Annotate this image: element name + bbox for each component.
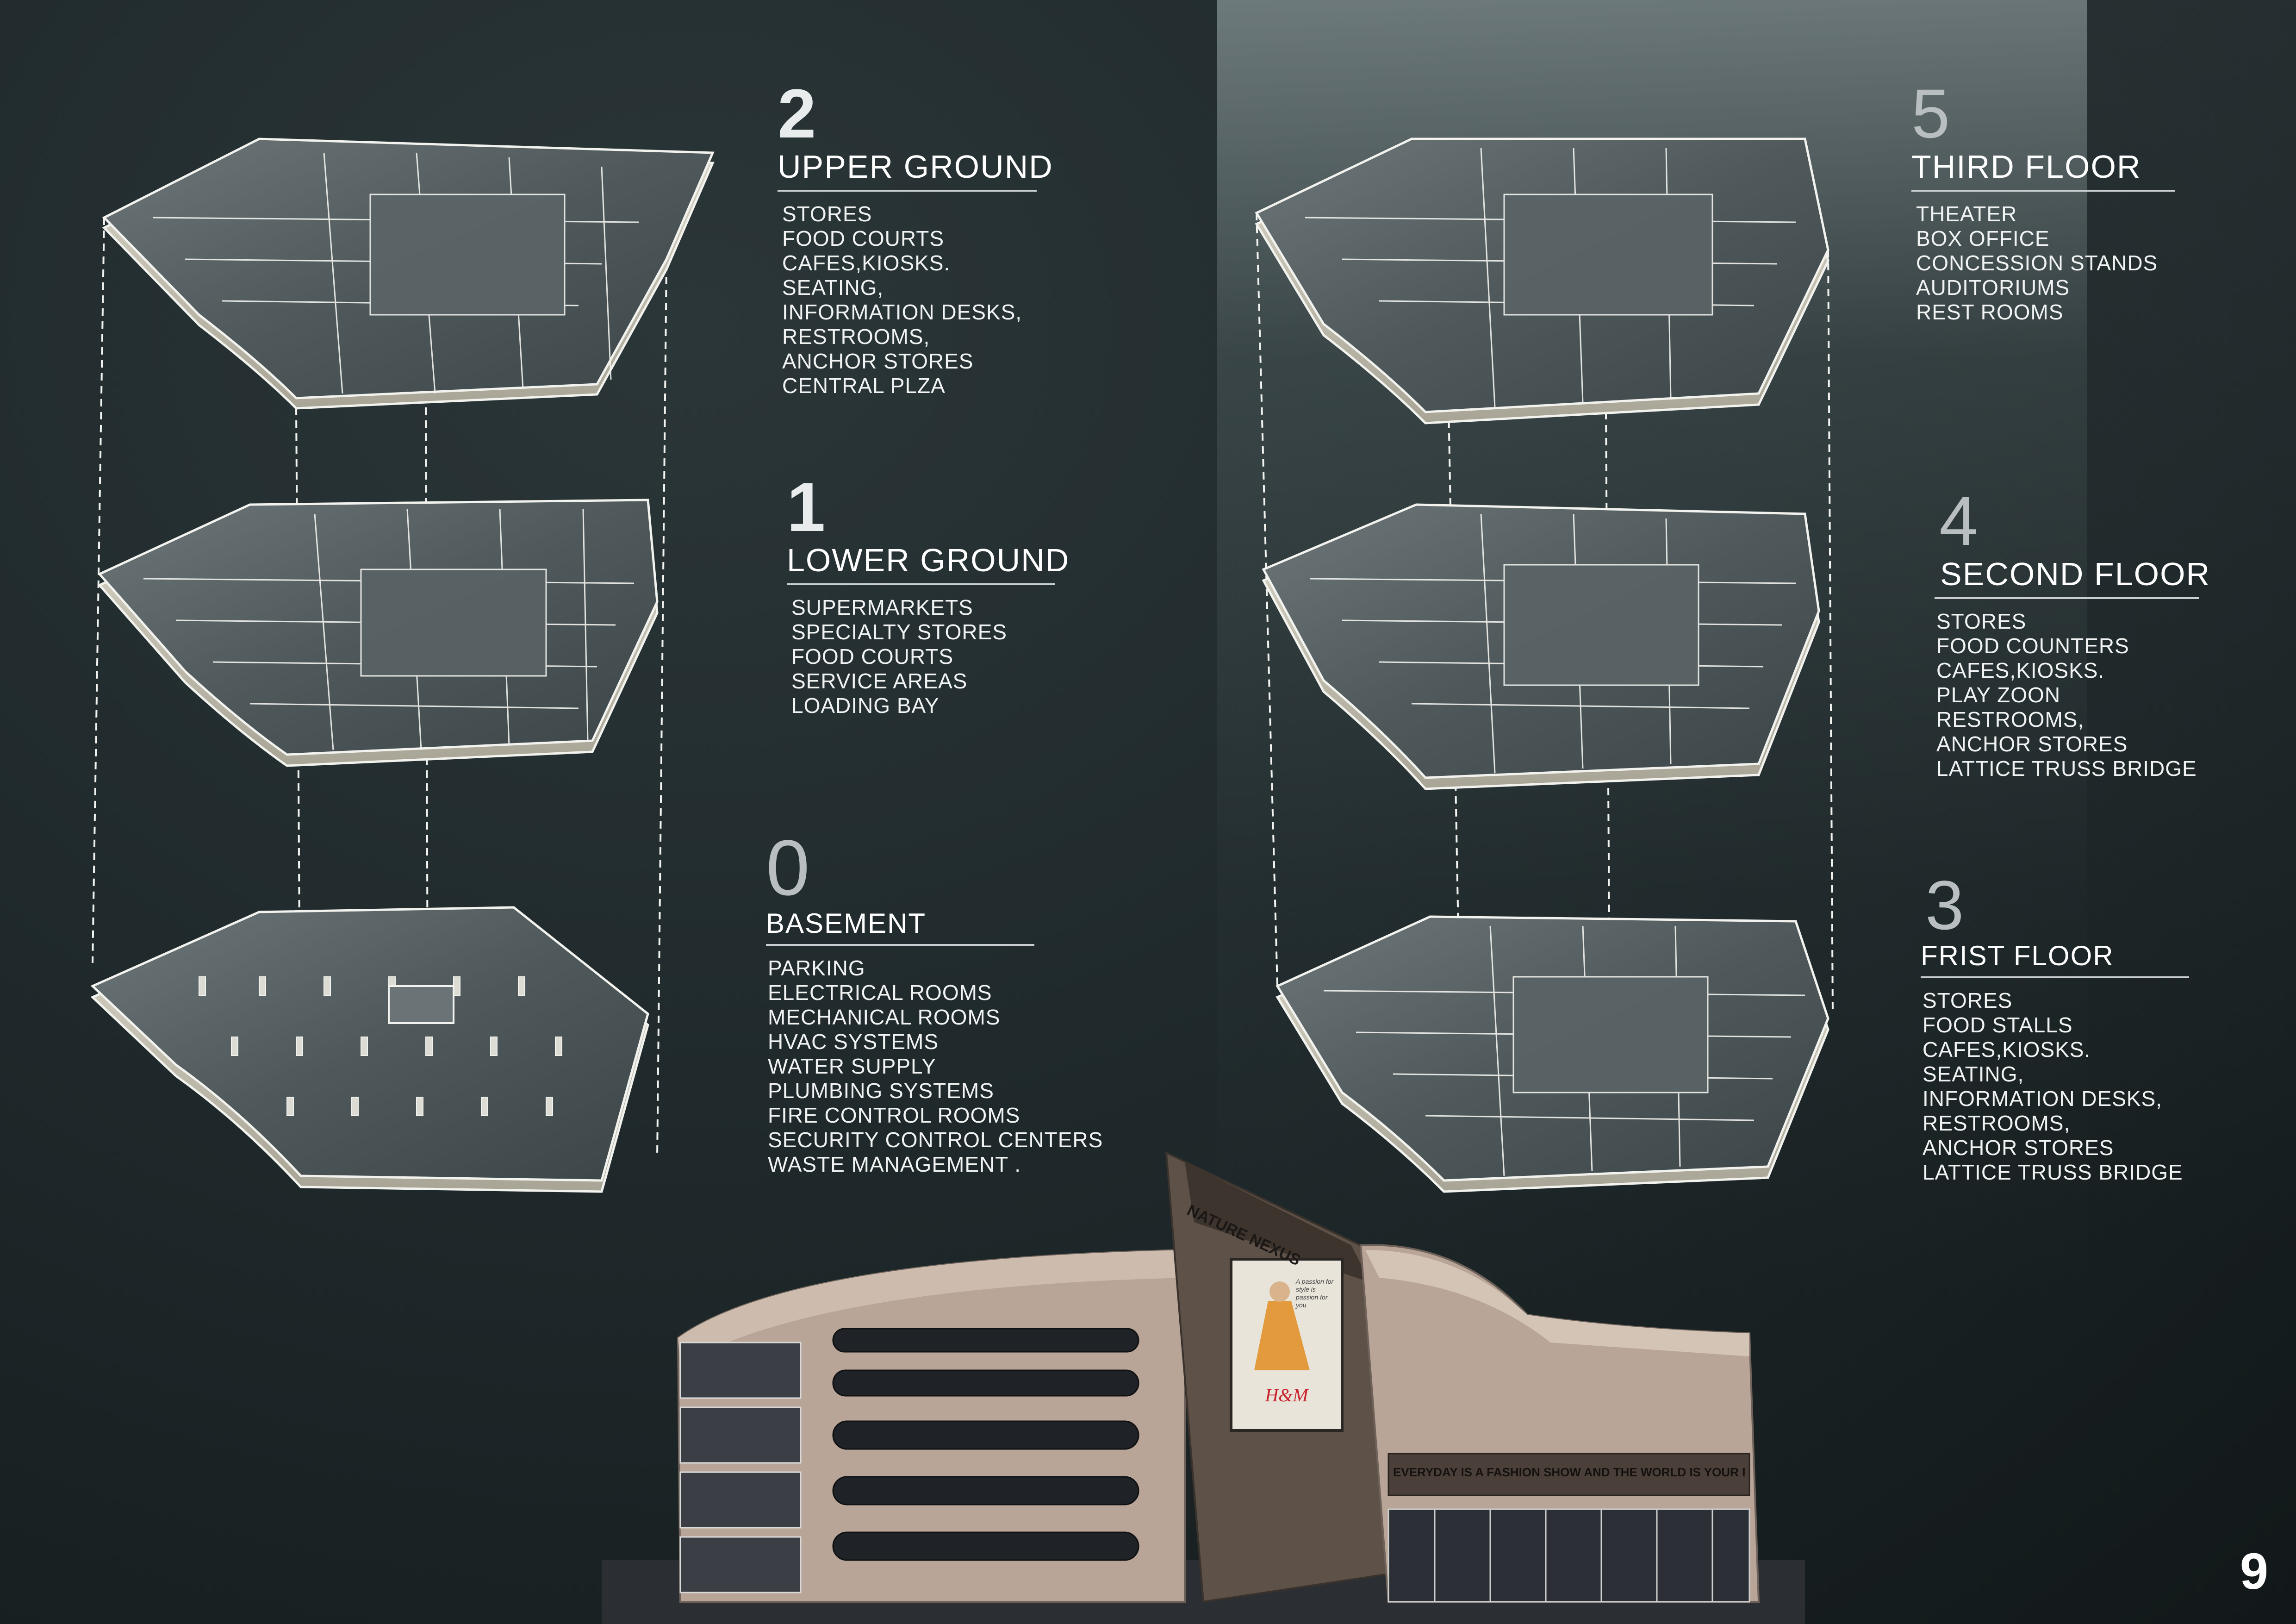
list-item: LATTICE TRUSS BRIDGE xyxy=(1923,1160,2183,1184)
billboard-brand: H&M xyxy=(1265,1385,1308,1405)
floor-title: SECOND FLOOR xyxy=(1935,556,2209,599)
floor-number: 0 xyxy=(766,824,810,912)
banner-band xyxy=(1388,1453,1750,1496)
list-item: CAFES,KIOSKS. xyxy=(1936,658,2105,682)
list-item: WASTE MANAGEMENT . xyxy=(768,1152,1021,1176)
floor-plate-upper-ground xyxy=(102,137,715,410)
list-item: SEATING, xyxy=(782,275,884,300)
list-item: ANCHOR STORES xyxy=(1936,732,2128,756)
floor-number: 2 xyxy=(778,75,816,152)
list-item: STORES xyxy=(782,202,872,226)
list-item: LOADING BAY xyxy=(791,693,940,718)
floor-plate-basement xyxy=(90,906,649,1193)
list-item: FOOD COURTS xyxy=(791,644,954,668)
list-item: RESTROOMS, xyxy=(782,325,930,349)
floor-label-first-floor: 3 FRIST FLOOR STORES FOOD STALLS CAFES,K… xyxy=(1921,870,2189,1185)
list-item: SUPERMARKETS xyxy=(791,595,973,619)
billboard-tagline: A passion for style is passion for you xyxy=(1296,1278,1334,1309)
page-number: 9 xyxy=(2240,1543,2268,1600)
floor-number: 5 xyxy=(1911,75,1950,152)
floor-title: UPPER GROUND xyxy=(778,148,1052,192)
list-item: CAFES,KIOSKS. xyxy=(1923,1037,2091,1062)
list-item: SEATING, xyxy=(1923,1062,2024,1086)
list-item: CENTRAL PLZA xyxy=(782,374,946,398)
floor-program-list: THEATER BOX OFFICE CONCESSION STANDS AUD… xyxy=(1916,202,2175,325)
mall-building-render xyxy=(602,1151,1805,1624)
list-item: FOOD COUNTERS xyxy=(1936,634,2129,658)
floor-title: FRIST FLOOR xyxy=(1921,940,2189,978)
list-item: SECURITY CONTROL CENTERS xyxy=(768,1128,1103,1152)
floor-plate-second-floor xyxy=(1262,503,1820,790)
list-item: MECHANICAL ROOMS xyxy=(768,1005,1001,1029)
list-item: RESTROOMS, xyxy=(1923,1111,2071,1135)
floor-program-list: STORES FOOD COURTS CAFES,KIOSKS. SEATING… xyxy=(782,202,1037,398)
floor-program-list: SUPERMARKETS SPECIALTY STORES FOOD COURT… xyxy=(791,595,1055,718)
fog-background-edge xyxy=(2087,0,2296,1250)
list-item: CAFES,KIOSKS. xyxy=(782,251,951,275)
list-item: STORES xyxy=(1936,609,2027,633)
floor-label-upper-ground: 2 UPPER GROUND STORES FOOD COURTS CAFES,… xyxy=(778,75,1052,398)
list-item: PLAY ZOON xyxy=(1936,683,2061,707)
floor-number: 4 xyxy=(1939,482,1978,560)
floor-label-third-floor: 5 THIRD FLOOR THEATER BOX OFFICE CONCESS… xyxy=(1911,79,2175,325)
list-item: PARKING xyxy=(768,956,865,980)
floor-plate-third-floor xyxy=(1255,137,1829,425)
floor-program-list: STORES FOOD STALLS CAFES,KIOSKS. SEATING… xyxy=(1923,988,2189,1185)
right-stack xyxy=(1255,137,1834,1193)
floor-number: 3 xyxy=(1925,866,1964,944)
list-item: ANCHOR STORES xyxy=(782,349,974,373)
list-item: CONCESSION STANDS xyxy=(1916,251,2158,275)
floor-label-second-floor: 4 SECOND FLOOR STORES FOOD COUNTERS CAFE… xyxy=(1935,482,2209,781)
list-item: INFORMATION DESKS, xyxy=(782,300,1022,324)
floor-label-lower-ground: 1 LOWER GROUND SUPERMARKETS SPECIALTY ST… xyxy=(787,468,1069,718)
floor-plate-lower-ground xyxy=(97,499,659,767)
list-item: HVAC SYSTEMS xyxy=(768,1030,939,1054)
list-item: FOOD COURTS xyxy=(782,226,945,250)
list-item: FIRE CONTROL ROOMS xyxy=(768,1103,1020,1127)
list-item: SERVICE AREAS xyxy=(791,669,968,693)
floor-program-list: STORES FOOD COUNTERS CAFES,KIOSKS. PLAY … xyxy=(1936,609,2199,781)
floor-title: THIRD FLOOR xyxy=(1911,148,2175,192)
parking-columns xyxy=(199,976,562,1116)
list-item: WATER SUPPLY xyxy=(768,1054,936,1078)
list-item: SPECIALTY STORES xyxy=(791,620,1007,644)
floor-number: 1 xyxy=(787,468,826,546)
list-item: LATTICE TRUSS BRIDGE xyxy=(1936,756,2197,781)
list-item: AUDITORIUMS xyxy=(1916,275,2070,300)
list-item: FOOD STALLS xyxy=(1923,1013,2073,1037)
list-item: STORES xyxy=(1923,988,2013,1012)
left-stack xyxy=(90,137,715,1193)
building-banner: EVERYDAY IS A FASHION SHOW AND THE WORLD… xyxy=(1393,1465,1745,1479)
list-item: REST ROOMS xyxy=(1916,300,2064,324)
list-item: ANCHOR STORES xyxy=(1923,1136,2114,1160)
list-item: THEATER xyxy=(1916,202,2017,226)
list-item: RESTROOMS, xyxy=(1936,707,2084,731)
list-item: BOX OFFICE xyxy=(1916,226,2050,250)
floor-title: LOWER GROUND xyxy=(787,542,1069,585)
floor-program-list: PARKING ELECTRICAL ROOMS MECHANICAL ROOM… xyxy=(768,956,1103,1177)
list-item: ELECTRICAL ROOMS xyxy=(768,981,992,1005)
list-item: INFORMATION DESKS, xyxy=(1923,1087,2163,1111)
list-item: PLUMBING SYSTEMS xyxy=(768,1079,994,1103)
floor-title: BASEMENT xyxy=(766,907,1034,946)
floor-plate-first-floor xyxy=(1276,915,1829,1193)
floor-label-basement: 0 BASEMENT PARKING ELECTRICAL ROOMS MECH… xyxy=(766,829,1103,1177)
